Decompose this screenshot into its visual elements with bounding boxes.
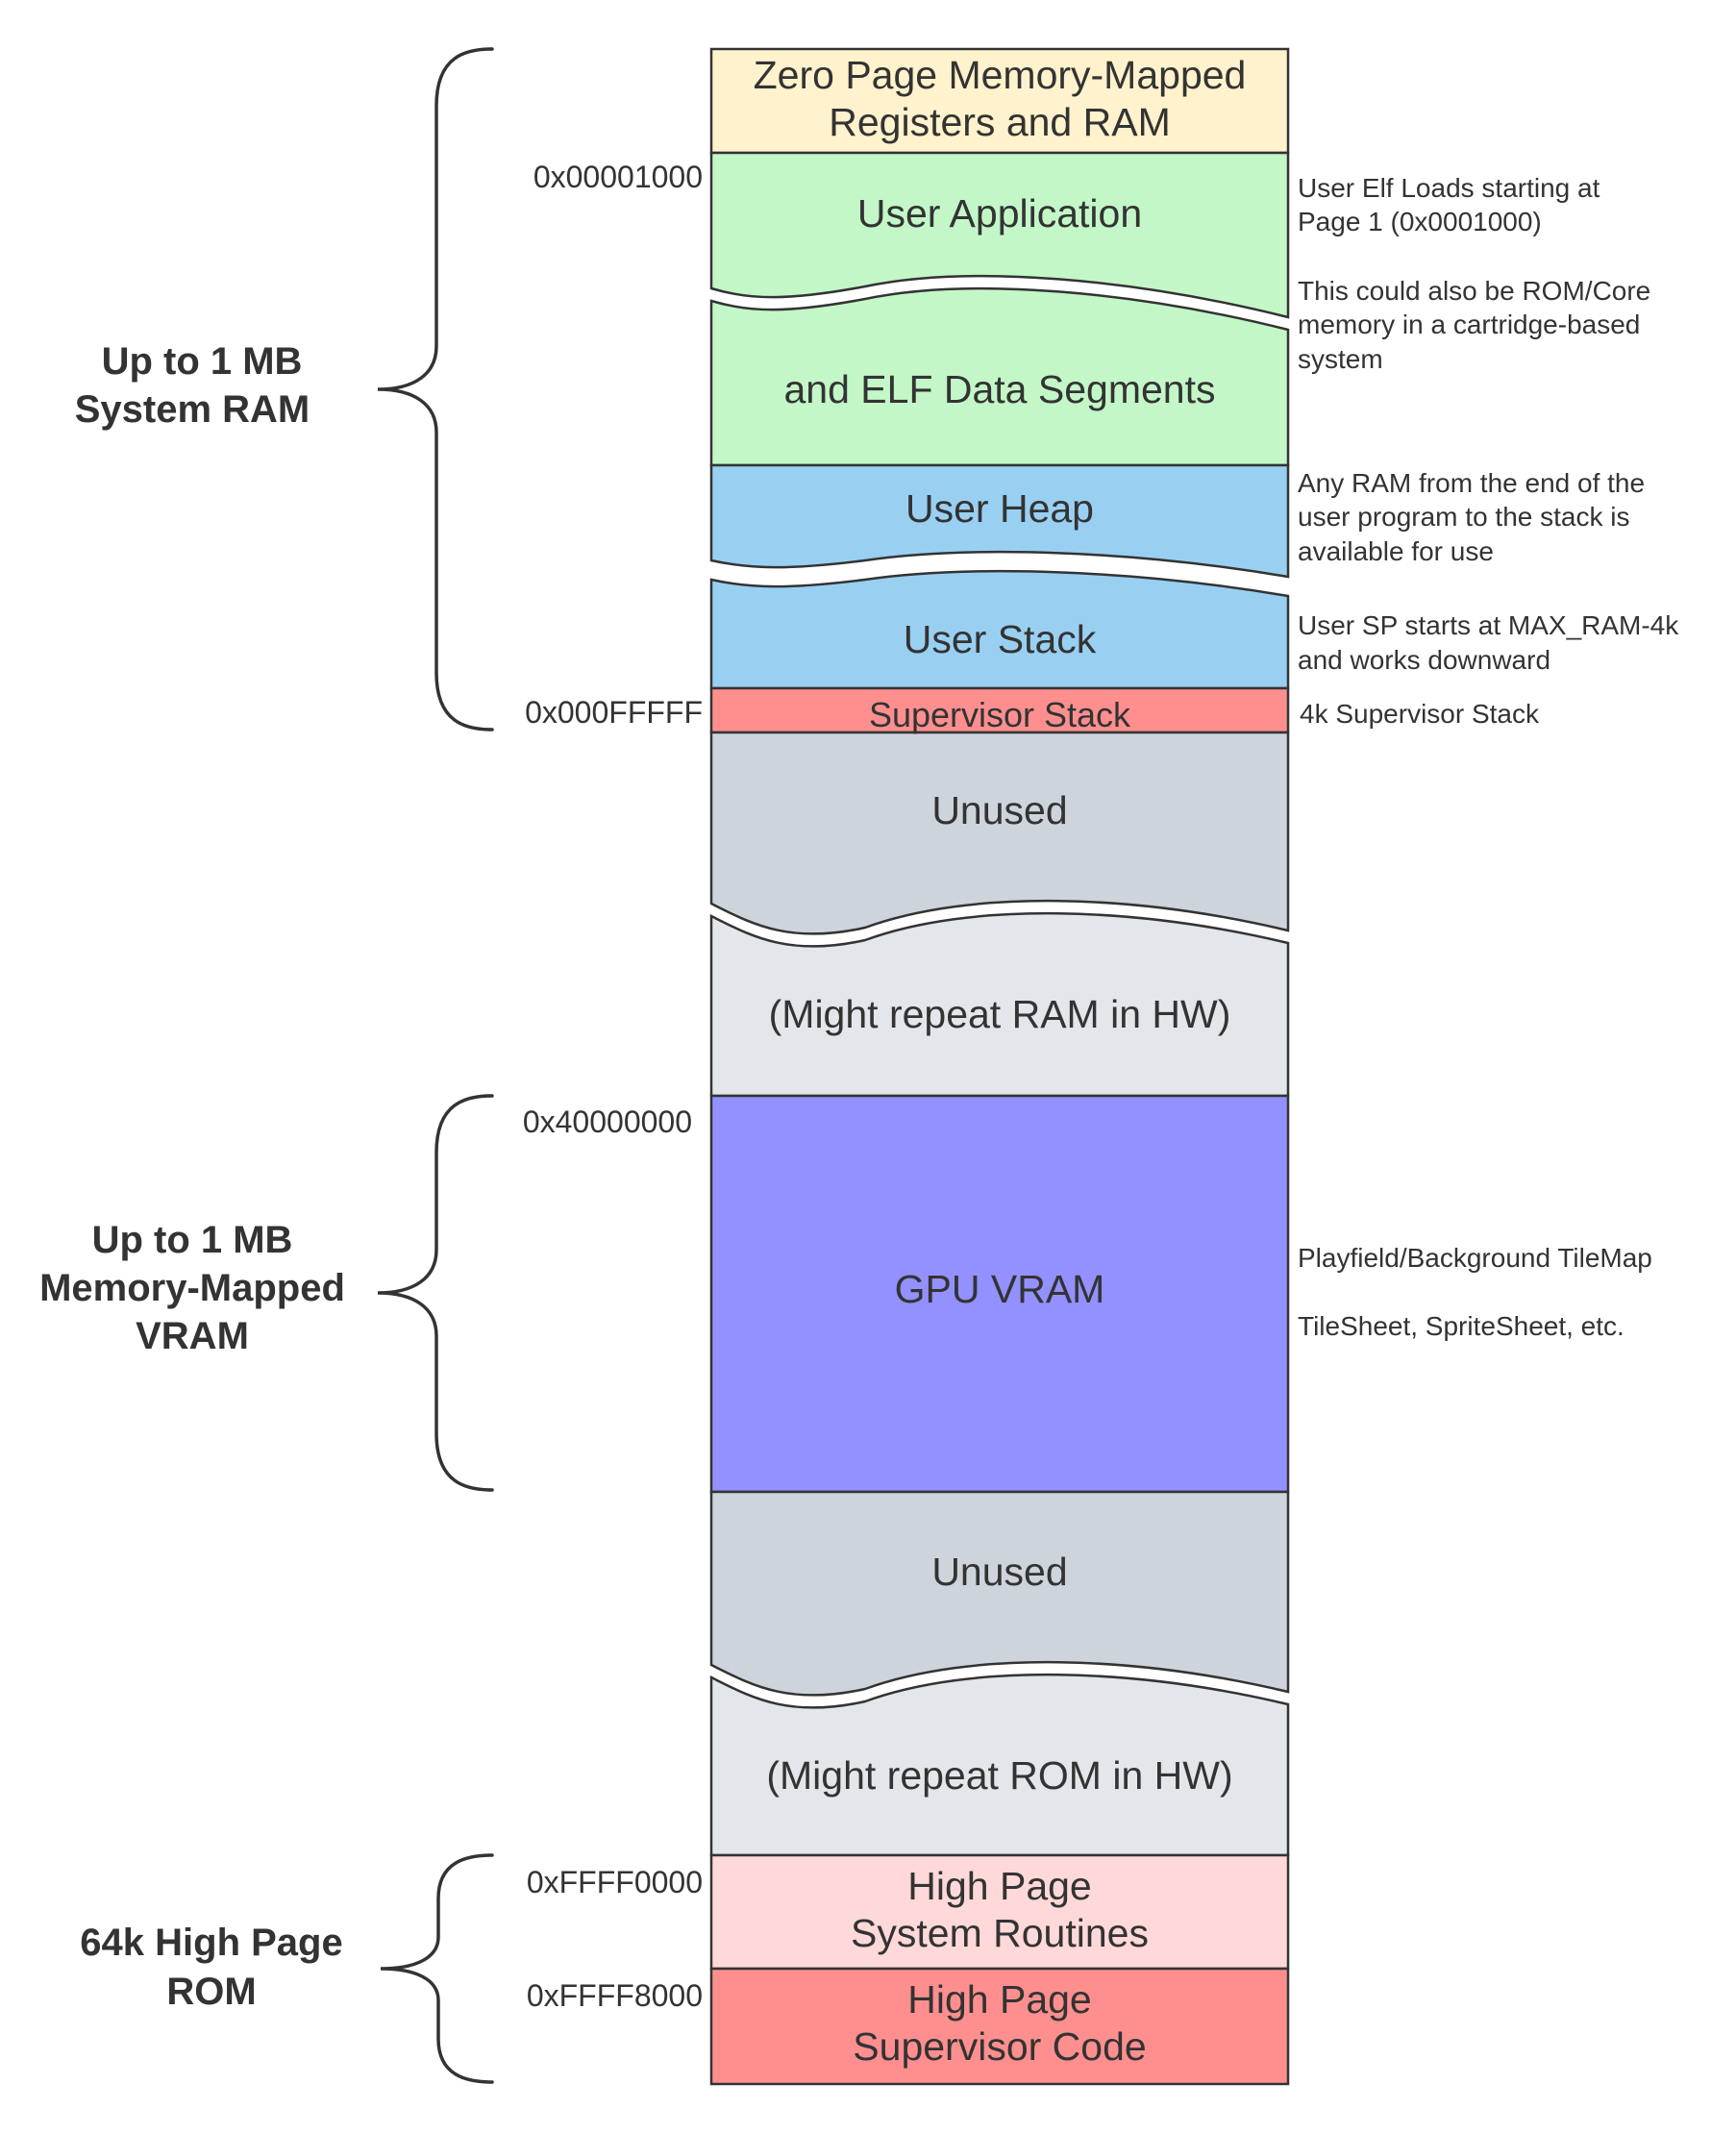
label-gpu-vram: GPU VRAM bbox=[895, 1267, 1105, 1311]
block-high-page-supervisor-code bbox=[709, 1967, 1290, 2086]
note-vram-sheets: TileSheet, SpriteSheet, etc. bbox=[1298, 1311, 1624, 1341]
brace-vram bbox=[377, 1094, 494, 1492]
brace-system-ram bbox=[377, 47, 494, 732]
group-vram-line3: VRAM bbox=[136, 1315, 249, 1357]
label-user-stack: User Stack bbox=[904, 617, 1097, 661]
block-high-page-system-routines bbox=[709, 1853, 1290, 1971]
block-user-application-bottom bbox=[709, 286, 1290, 467]
label-elf-data-segments: and ELF Data Segments bbox=[784, 367, 1216, 411]
label-high-page-routines-line1: High Page bbox=[907, 1864, 1091, 1908]
note-user-sp-line2: and works downward bbox=[1298, 645, 1550, 675]
address-0xffff8000: 0xFFFF8000 bbox=[527, 1978, 703, 2013]
group-rom-line1: 64k High Page bbox=[80, 1922, 342, 1964]
brace-rom bbox=[380, 1853, 494, 2084]
group-rom-line2: ROM bbox=[166, 1971, 256, 2013]
group-system-ram-line1: Up to 1 MB bbox=[102, 340, 303, 383]
note-rom-core-line3: system bbox=[1298, 344, 1383, 374]
block-might-repeat-rom bbox=[709, 1673, 1290, 1857]
block-might-repeat-ram bbox=[709, 911, 1290, 1098]
note-user-sp-line1: User SP starts at MAX_RAM-4k bbox=[1298, 610, 1679, 640]
group-vram-line1: Up to 1 MB bbox=[92, 1219, 293, 1261]
note-heap-line1: Any RAM from the end of the bbox=[1298, 468, 1645, 498]
block-unused-2 bbox=[709, 1490, 1290, 1697]
label-zero-page-line1: Zero Page Memory-Mapped bbox=[754, 53, 1247, 97]
group-vram-line2: Memory-Mapped bbox=[39, 1267, 345, 1309]
label-high-page-supervisor-line2: Supervisor Code bbox=[853, 2024, 1146, 2069]
label-supervisor-stack: Supervisor Stack bbox=[869, 695, 1131, 734]
note-rom-core-line2: memory in a cartridge-based bbox=[1298, 310, 1640, 339]
block-user-heap bbox=[709, 463, 1290, 579]
note-elf-load-line2: Page 1 (0x0001000) bbox=[1298, 207, 1542, 236]
block-user-application-top bbox=[709, 151, 1290, 319]
note-supervisor-stack: 4k Supervisor Stack bbox=[1300, 699, 1540, 729]
label-might-repeat-ram: (Might repeat RAM in HW) bbox=[769, 992, 1231, 1036]
address-0xffff0000: 0xFFFF0000 bbox=[527, 1865, 703, 1899]
note-vram-tilemap: Playfield/Background TileMap bbox=[1298, 1243, 1652, 1273]
address-0x00001000: 0x00001000 bbox=[533, 160, 703, 194]
label-user-heap: User Heap bbox=[905, 486, 1094, 531]
block-unused-1 bbox=[709, 731, 1290, 935]
address-0x000fffff: 0x000FFFFF bbox=[525, 695, 703, 730]
label-might-repeat-rom: (Might repeat ROM in HW) bbox=[766, 1753, 1232, 1798]
block-user-stack bbox=[709, 569, 1290, 690]
block-supervisor-stack bbox=[709, 686, 1290, 734]
note-rom-core-line1: This could also be ROM/Core bbox=[1298, 276, 1650, 306]
note-elf-load-line1: User Elf Loads starting at bbox=[1298, 173, 1600, 203]
label-high-page-routines-line2: System Routines bbox=[851, 1911, 1149, 1955]
label-user-application: User Application bbox=[857, 191, 1142, 236]
label-high-page-supervisor-line1: High Page bbox=[907, 1977, 1091, 2022]
address-0x40000000: 0x40000000 bbox=[523, 1104, 692, 1139]
label-unused-2: Unused bbox=[931, 1550, 1067, 1594]
label-zero-page-line2: Registers and RAM bbox=[829, 100, 1170, 144]
note-heap-line2: user program to the stack is bbox=[1298, 502, 1629, 532]
group-system-ram-line2: System RAM bbox=[75, 388, 310, 431]
note-heap-line3: available for use bbox=[1298, 536, 1494, 566]
block-zero-page bbox=[709, 47, 1290, 155]
label-unused-1: Unused bbox=[931, 788, 1067, 832]
